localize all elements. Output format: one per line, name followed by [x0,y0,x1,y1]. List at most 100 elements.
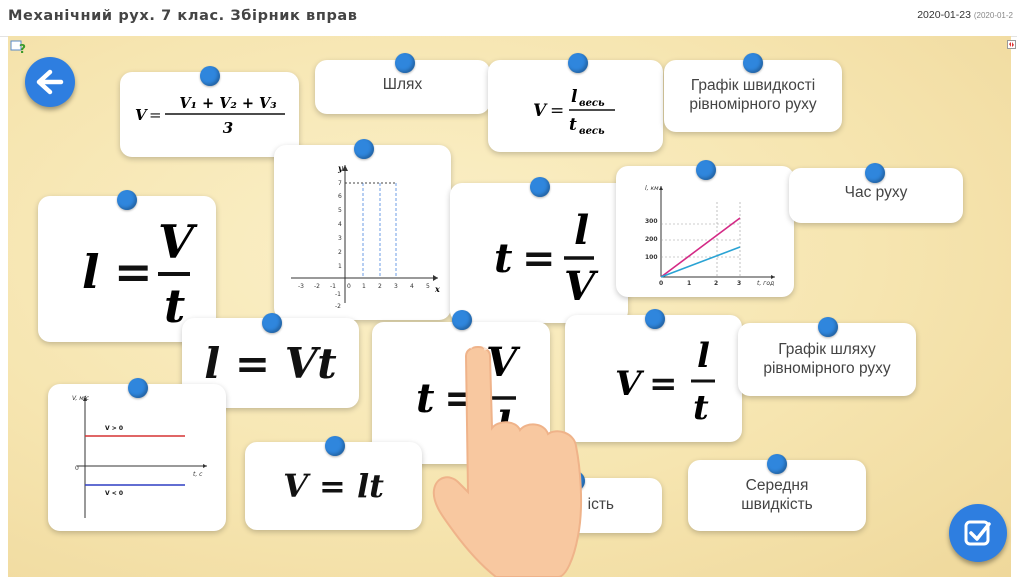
card-time-label: Час руху [844,184,908,202]
date-value: 2020-01-23 [917,9,971,21]
pin [743,53,763,73]
pin [865,163,885,183]
svg-text:6: 6 [338,193,342,200]
svg-text:4: 4 [410,283,414,290]
help-icon[interactable]: ? [10,40,28,54]
pin [452,310,472,330]
card-formula-t-eq-l-over-v[interactable]: t = l V [450,183,628,323]
date-extra: (2020-01-2 [973,11,1013,20]
formula-v-eq-lt: V = lt [283,467,384,505]
svg-text:0: 0 [659,280,663,287]
pin [818,317,838,337]
coordinate-graph: y x -3 -2 -1 0 1 2 3 4 5 7 6 5 4 3 2 1 -… [290,163,440,310]
card-formula-v-eq-l-over-t[interactable]: V = l t [565,315,742,442]
formula-t-eq-l-over-v: t = l V [494,207,599,310]
svg-text:-1: -1 [335,291,341,298]
svg-text:t: t [494,235,513,282]
formula-v-eq-l-over-t: V = l t [615,336,715,428]
arrow-left-icon [36,69,64,95]
svg-text:?: ? [19,42,26,54]
pin [325,436,345,456]
page-title: Механічний рух. 7 клас. Збірник вправ [8,8,358,24]
svg-text:t, год: t, год [757,280,774,287]
card-speed-graph-label[interactable]: Графік швидкості рівномірного руху [664,60,842,132]
svg-text:=: = [522,235,556,282]
fullscreen-icon[interactable] [1007,40,1016,49]
svg-text:100: 100 [645,254,658,261]
card-coordinate-graph[interactable]: y x -3 -2 -1 0 1 2 3 4 5 7 6 5 4 3 2 1 -… [274,145,451,320]
svg-text:весь: весь [579,98,605,109]
card-speed-graph-chart[interactable]: V, м/с t, с 0 V > 0 V < 0 [48,384,226,531]
svg-text:3: 3 [338,235,342,242]
hand-pointer-icon [432,342,583,577]
check-button[interactable] [949,504,1007,562]
pin [645,309,665,329]
svg-text:-1: -1 [330,283,336,290]
card-speed-partial-text: ість [587,496,614,514]
svg-text:3: 3 [394,283,398,290]
svg-text:t: t [416,375,435,422]
svg-text:l: l [697,336,710,376]
svg-text:t, с: t, с [193,471,203,478]
formula-l-eq-vt: l = Vt [204,338,337,388]
card-speed-graph-text: Графік швидкості рівномірного руху [689,77,817,113]
card-avg-speed-formula[interactable]: V = V₁ + V₂ + V₃ 3 [120,72,299,157]
svg-text:5: 5 [426,283,430,290]
svg-text:2: 2 [378,283,382,290]
svg-text:x: x [434,284,440,294]
pin [767,454,787,474]
svg-text:0: 0 [75,465,79,472]
svg-text:200: 200 [645,236,658,243]
svg-text:l: l [574,207,589,254]
svg-text:=: = [114,245,153,299]
pin [262,313,282,333]
card-total-speed-formula[interactable]: V = l весь t весь [488,60,663,152]
pin [200,66,220,86]
svg-text:V: V [135,106,148,124]
svg-text:=: = [649,364,678,404]
card-formula-v-eq-lt[interactable]: V = lt [245,442,422,530]
card-path-graph-chart[interactable]: l, км t, год 300 200 100 0 1 2 3 [616,166,794,297]
pin [117,190,137,210]
svg-text:V: V [564,263,599,310]
svg-text:V: V [158,215,198,269]
svg-text:весь: весь [579,126,605,136]
pin [696,160,716,180]
svg-text:V < 0: V < 0 [105,490,123,497]
svg-text:4: 4 [338,221,342,228]
formula-l-eq-v-over-t: l = V t [82,215,198,333]
svg-text:=: = [550,101,564,121]
svg-text:3: 3 [222,119,232,137]
svg-text:1: 1 [362,283,366,290]
svg-text:V: V [486,339,521,386]
total-speed-formula: V = l весь t весь [533,87,615,136]
pin [395,53,415,73]
svg-text:1: 1 [687,280,691,287]
svg-text:V > 0: V > 0 [105,425,123,432]
svg-text:300: 300 [645,218,658,225]
svg-text:2: 2 [338,249,342,256]
card-path-graph-text: Графік шляху рівномірного руху [763,340,891,377]
svg-text:-2: -2 [335,303,341,310]
svg-text:-2: -2 [314,283,320,290]
checkbox-icon [964,520,991,546]
svg-text:t: t [693,388,709,428]
pin [530,177,550,197]
top-bar: Механічний рух. 7 клас. Збірник вправ 20… [0,0,1017,37]
svg-text:=: = [149,106,162,124]
svg-text:y: y [337,163,344,173]
card-average-speed-text: Середня швидкість [741,476,813,513]
svg-text:0: 0 [347,283,351,290]
avg-speed-formula: V = V₁ + V₂ + V₃ 3 [135,95,285,137]
svg-text:t: t [569,115,577,135]
svg-text:V: V [615,364,645,404]
svg-text:-3: -3 [298,283,304,290]
back-button[interactable] [25,57,75,107]
date-label: 2020-01-23 (2020-01-2 [917,9,1013,21]
svg-text:7: 7 [338,180,342,187]
svg-text:3: 3 [737,280,741,287]
svg-text:t: t [164,279,185,333]
pin [568,53,588,73]
card-formula-l-eq-v-over-t[interactable]: l = V t [38,196,216,342]
pin [354,139,374,159]
